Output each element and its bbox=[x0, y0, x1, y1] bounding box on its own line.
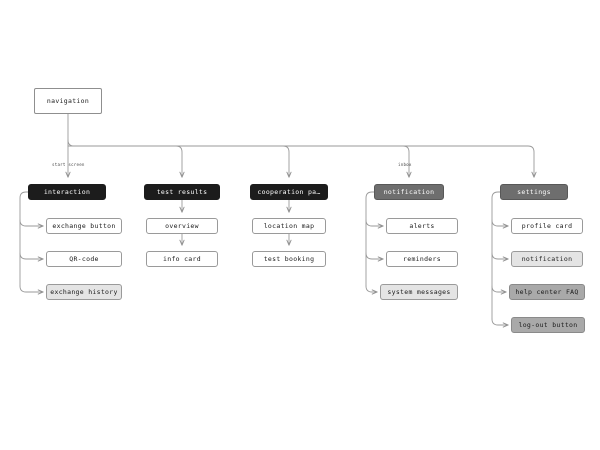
node-header-settings[interactable]: settings bbox=[500, 184, 568, 200]
node-interaction-2[interactable]: exchange history bbox=[46, 284, 122, 300]
node-settings-2[interactable]: help center FAQ bbox=[509, 284, 585, 300]
connector-edge bbox=[491, 318, 509, 328]
connector-edge bbox=[365, 191, 375, 287]
node-interaction-2-label: exchange history bbox=[50, 288, 118, 296]
connector-edge bbox=[365, 285, 378, 295]
node-notification-0[interactable]: alerts bbox=[386, 218, 458, 234]
node-interaction-0-label: exchange button bbox=[52, 222, 116, 230]
node-settings-3-label: log-out button bbox=[518, 321, 578, 329]
connector-edge bbox=[365, 252, 384, 262]
connector-edge bbox=[491, 252, 509, 262]
node-settings-3[interactable]: log-out button bbox=[511, 317, 585, 333]
node-settings-2-label: help center FAQ bbox=[515, 288, 579, 296]
connector-edge bbox=[67, 145, 292, 178]
node-settings-0-label: profile card bbox=[521, 222, 573, 230]
node-cooperation-partners-0[interactable]: location map bbox=[252, 218, 326, 234]
node-test-results-0-label: overview bbox=[165, 222, 199, 230]
node-notification-0-label: alerts bbox=[409, 222, 435, 230]
node-test-results-1[interactable]: info card bbox=[146, 251, 218, 267]
node-cooperation-partners-1-label: test booking bbox=[263, 255, 315, 263]
node-header-interaction[interactable]: interaction bbox=[28, 184, 106, 200]
node-test-results-0[interactable]: overview bbox=[146, 218, 218, 234]
connector-edge bbox=[19, 285, 44, 295]
node-cooperation-partners-1[interactable]: test booking bbox=[252, 251, 326, 267]
node-header-cooperation-partners[interactable]: cooperation pa… bbox=[250, 184, 328, 200]
connector-edge bbox=[491, 285, 507, 295]
connector-edge bbox=[67, 139, 75, 147]
connector-edge bbox=[67, 145, 185, 178]
edge-label-0: start screen bbox=[52, 162, 85, 167]
node-header-cooperation-partners-label: cooperation pa… bbox=[257, 188, 321, 196]
node-root-navigation-label: navigation bbox=[46, 97, 90, 105]
node-root-navigation[interactable]: navigation bbox=[34, 88, 102, 114]
connector-edge bbox=[491, 191, 501, 320]
node-interaction-1-label: QR-code bbox=[69, 255, 99, 263]
node-header-notification-label: notification bbox=[383, 188, 435, 196]
node-notification-1-label: reminders bbox=[403, 255, 441, 263]
connector-edge bbox=[491, 219, 509, 229]
node-test-results-1-label: info card bbox=[163, 255, 201, 263]
node-settings-0[interactable]: profile card bbox=[511, 218, 583, 234]
node-settings-1[interactable]: notification bbox=[511, 251, 583, 267]
connector-edge bbox=[67, 145, 412, 178]
node-notification-2[interactable]: system messages bbox=[380, 284, 458, 300]
node-header-test-results[interactable]: test results bbox=[144, 184, 220, 200]
node-header-notification[interactable]: notification bbox=[374, 184, 444, 200]
connector-edge bbox=[19, 191, 29, 287]
connector-edge bbox=[19, 219, 44, 229]
edge-label-1: inbox bbox=[398, 162, 412, 167]
connector-edge bbox=[365, 219, 384, 229]
node-header-settings-label: settings bbox=[517, 188, 551, 196]
node-interaction-0[interactable]: exchange button bbox=[46, 218, 122, 234]
node-interaction-1[interactable]: QR-code bbox=[46, 251, 122, 267]
node-header-test-results-label: test results bbox=[156, 188, 208, 196]
node-settings-1-label: notification bbox=[521, 255, 573, 263]
node-cooperation-partners-0-label: location map bbox=[263, 222, 315, 230]
connector-edge bbox=[19, 252, 44, 262]
connector-edge bbox=[67, 145, 537, 178]
node-notification-1[interactable]: reminders bbox=[386, 251, 458, 267]
node-notification-2-label: system messages bbox=[387, 288, 451, 296]
node-header-interaction-label: interaction bbox=[43, 188, 91, 196]
